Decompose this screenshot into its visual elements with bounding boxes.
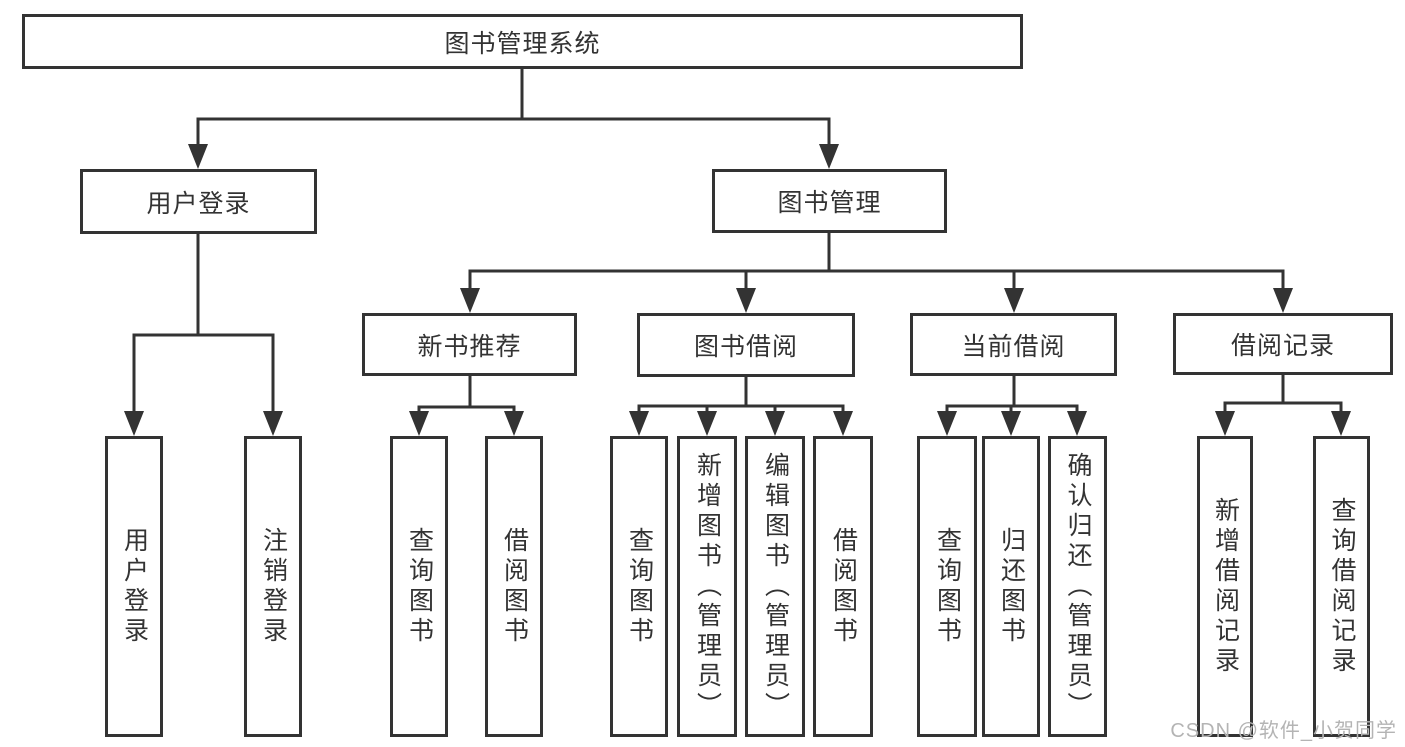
csdn-watermark: CSDN @软件_小贺同学 bbox=[1170, 720, 1397, 742]
leaf-borrow-edit-books-admin: 编辑图书（管理员） bbox=[745, 436, 805, 737]
node-user-login: 用户登录 bbox=[80, 169, 317, 234]
leaf-records-query-record: 查询借阅记录 bbox=[1313, 436, 1370, 737]
leaf-current-confirm-return-admin: 确认归还（管理员） bbox=[1048, 436, 1107, 737]
node-book-borrow: 图书借阅 bbox=[637, 313, 855, 377]
leaf-borrow-borrow-books: 借阅图书 bbox=[813, 436, 873, 737]
leaf-newbook-borrow-books: 借阅图书 bbox=[485, 436, 543, 737]
leaf-current-query-books: 查询图书 bbox=[917, 436, 977, 737]
leaf-borrow-query-books: 查询图书 bbox=[610, 436, 668, 737]
leaf-borrow-add-books-admin: 新增图书（管理员） bbox=[677, 436, 737, 737]
node-new-book-recommend: 新书推荐 bbox=[362, 313, 577, 376]
leaf-current-return-books: 归还图书 bbox=[982, 436, 1040, 737]
leaf-user-login: 用户登录 bbox=[105, 436, 163, 737]
node-root: 图书管理系统 bbox=[22, 14, 1023, 69]
leaf-newbook-query-books: 查询图书 bbox=[390, 436, 448, 737]
node-book-management: 图书管理 bbox=[712, 169, 947, 233]
leaf-logout: 注销登录 bbox=[244, 436, 302, 737]
node-borrow-records: 借阅记录 bbox=[1173, 313, 1393, 375]
leaf-records-add-record: 新增借阅记录 bbox=[1197, 436, 1253, 737]
node-current-borrow: 当前借阅 bbox=[910, 313, 1117, 376]
